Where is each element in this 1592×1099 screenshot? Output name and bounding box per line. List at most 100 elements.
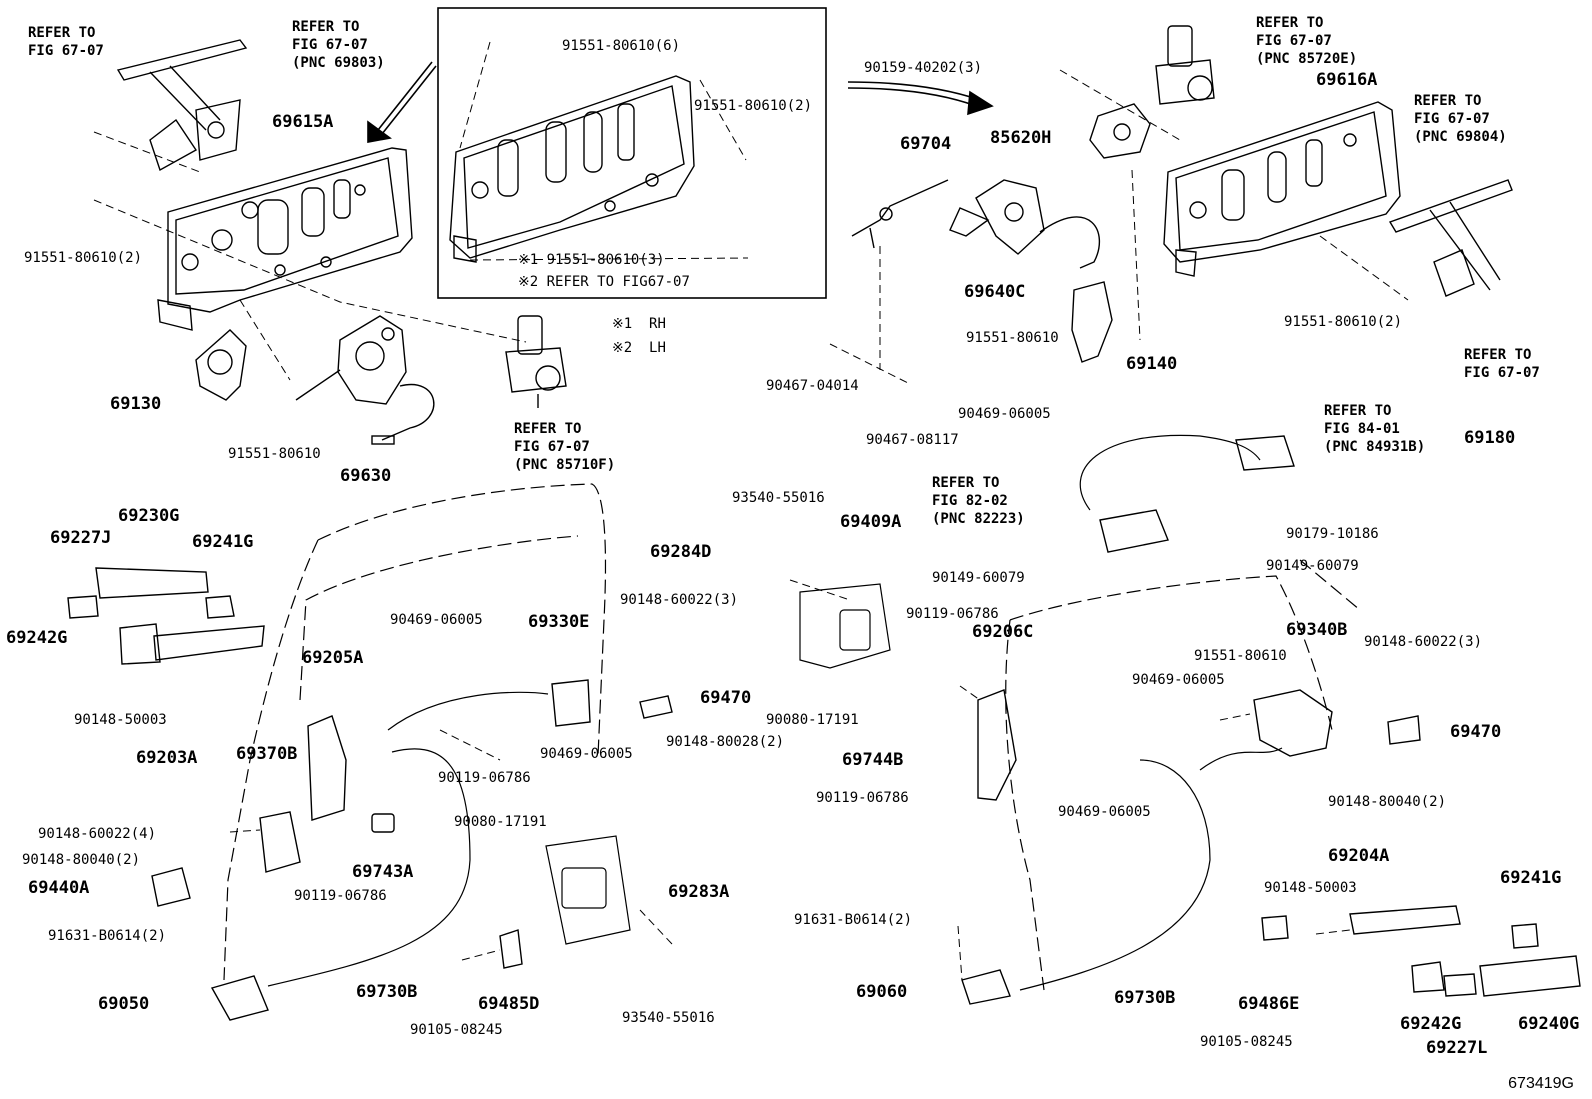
part-number: 69730B bbox=[1114, 988, 1176, 1008]
inset-note-1: ※1 91551-80610(3) bbox=[518, 252, 665, 268]
part-number: 69060 bbox=[856, 982, 908, 1002]
part-number: 69284D bbox=[650, 542, 712, 562]
reference-note: REFER TO FIG 84-01 (PNC 84931B) bbox=[1324, 403, 1426, 455]
body-pillar bbox=[545, 583, 891, 945]
part-number: 69330E bbox=[528, 612, 590, 632]
outside-handle-front bbox=[67, 567, 265, 665]
part-number: 69241G bbox=[192, 532, 254, 552]
part-number: 69616A bbox=[1316, 70, 1378, 90]
part-number: 69744B bbox=[842, 750, 904, 770]
part-number: 90148-80028(2) bbox=[666, 734, 785, 750]
part-number: 90149-60079 bbox=[932, 570, 1025, 586]
part-number: 90148-60022(3) bbox=[620, 592, 739, 608]
control-cable bbox=[267, 434, 1283, 991]
part-number: 90469-06005 bbox=[1132, 672, 1225, 688]
part-number: 69485D bbox=[478, 994, 540, 1014]
part-number: 91551-80610(2) bbox=[694, 98, 813, 114]
part-number: 69203A bbox=[136, 748, 198, 768]
part-number: 85620H bbox=[990, 128, 1052, 148]
hardware-parts bbox=[151, 435, 1421, 1021]
part-number: 69205A bbox=[302, 648, 364, 668]
part-number: 90467-08117 bbox=[866, 432, 959, 448]
part-number: 90148-50003 bbox=[74, 712, 167, 728]
part-number: 90119-06786 bbox=[438, 770, 531, 786]
leader-lines bbox=[93, 41, 1409, 981]
reference-note: REFER TO FIG 67-07 (PNC 85720E) bbox=[1256, 15, 1358, 67]
legend-rh: ※1 RH bbox=[612, 316, 666, 332]
part-number: 91551-80610(2) bbox=[24, 250, 143, 266]
part-number: 90179-10186 bbox=[1286, 526, 1379, 542]
part-number: 90469-06005 bbox=[958, 406, 1051, 422]
door-lock-rear bbox=[851, 103, 1151, 363]
part-number: 69704 bbox=[900, 134, 952, 154]
door-outline-rear bbox=[1005, 559, 1361, 991]
part-number: 90119-06786 bbox=[294, 888, 387, 904]
part-number: 90080-17191 bbox=[454, 814, 547, 830]
part-number: 69242G bbox=[6, 628, 68, 648]
part-number: 90469-06005 bbox=[1058, 804, 1151, 820]
arrow-icon bbox=[367, 61, 994, 143]
part-number: 91551-80610 bbox=[228, 446, 321, 462]
part-number: 69470 bbox=[1450, 722, 1502, 742]
part-number: 69240G bbox=[1518, 1014, 1580, 1034]
part-number: 93540-55016 bbox=[732, 490, 825, 506]
part-number: 90148-80040(2) bbox=[1328, 794, 1447, 810]
part-number: 90469-06005 bbox=[390, 612, 483, 628]
part-number: 69180 bbox=[1464, 428, 1516, 448]
window-regulator-rear bbox=[1388, 179, 1513, 297]
part-number: 90080-17191 bbox=[766, 712, 859, 728]
part-number: 90105-08245 bbox=[410, 1022, 503, 1038]
part-number: 91551-80610(2) bbox=[1284, 314, 1403, 330]
part-number: 69640C bbox=[964, 282, 1026, 302]
window-motor-rear bbox=[1155, 25, 1215, 105]
part-number: 69470 bbox=[700, 688, 752, 708]
part-number: 90148-50003 bbox=[1264, 880, 1357, 896]
part-number: 69283A bbox=[668, 882, 730, 902]
part-number: 69743A bbox=[352, 862, 414, 882]
part-number: 69440A bbox=[28, 878, 90, 898]
reference-note: REFER TO FIG 67-07 (PNC 69804) bbox=[1414, 93, 1507, 145]
part-number: 90159-40202(3) bbox=[864, 60, 983, 76]
window-motor-front bbox=[505, 315, 567, 408]
door-lock-front bbox=[195, 315, 435, 445]
part-number: 69050 bbox=[98, 994, 150, 1014]
part-number: 69204A bbox=[1328, 846, 1390, 866]
part-number: 90148-80040(2) bbox=[22, 852, 141, 868]
door-panel-front bbox=[157, 147, 413, 331]
part-number: 69630 bbox=[340, 466, 392, 486]
part-number: 69409A bbox=[840, 512, 902, 532]
part-number: 90148-60022(3) bbox=[1364, 634, 1483, 650]
part-number: 91551-80610 bbox=[966, 330, 1059, 346]
part-number: 69130 bbox=[110, 394, 162, 414]
part-number: 69730B bbox=[356, 982, 418, 1002]
part-number: 90105-08245 bbox=[1200, 1034, 1293, 1050]
part-number: 91631-B0614(2) bbox=[48, 928, 167, 944]
inset-door-panel bbox=[449, 75, 695, 263]
part-number: 69227L bbox=[1426, 1038, 1488, 1058]
part-number: 91551-80610(6) bbox=[562, 38, 681, 54]
part-number: 69340B bbox=[1286, 620, 1348, 640]
part-number: 90119-06786 bbox=[906, 606, 999, 622]
reference-note: REFER TO FIG 67-07 bbox=[28, 25, 104, 59]
door-outline-front bbox=[223, 483, 607, 981]
part-number: 90467-04014 bbox=[766, 378, 859, 394]
part-number: 69230G bbox=[118, 506, 180, 526]
part-number: 90119-06786 bbox=[816, 790, 909, 806]
legend-lh: ※2 LH bbox=[612, 340, 666, 356]
part-number: 69615A bbox=[272, 112, 334, 132]
window-regulator-front bbox=[116, 39, 248, 172]
part-number: 69486E bbox=[1238, 994, 1300, 1014]
part-number: 93540-55016 bbox=[622, 1010, 715, 1026]
part-number: 69242G bbox=[1400, 1014, 1462, 1034]
inset-note-2: ※2 REFER TO FIG67-07 bbox=[518, 274, 690, 290]
part-number: 69140 bbox=[1126, 354, 1178, 374]
diagram-code: 673419G bbox=[1508, 1075, 1574, 1092]
reference-note: REFER TO FIG 82-02 (PNC 82223) bbox=[932, 475, 1025, 527]
door-panel-rear bbox=[1163, 101, 1401, 277]
part-number: 90149-60079 bbox=[1266, 558, 1359, 574]
part-number: 69370B bbox=[236, 744, 298, 764]
part-number: 69241G bbox=[1500, 868, 1562, 888]
reference-note: REFER TO FIG 67-07 bbox=[1464, 347, 1540, 381]
part-number: 69206C bbox=[972, 622, 1034, 642]
part-number: 91551-80610 bbox=[1194, 648, 1287, 664]
